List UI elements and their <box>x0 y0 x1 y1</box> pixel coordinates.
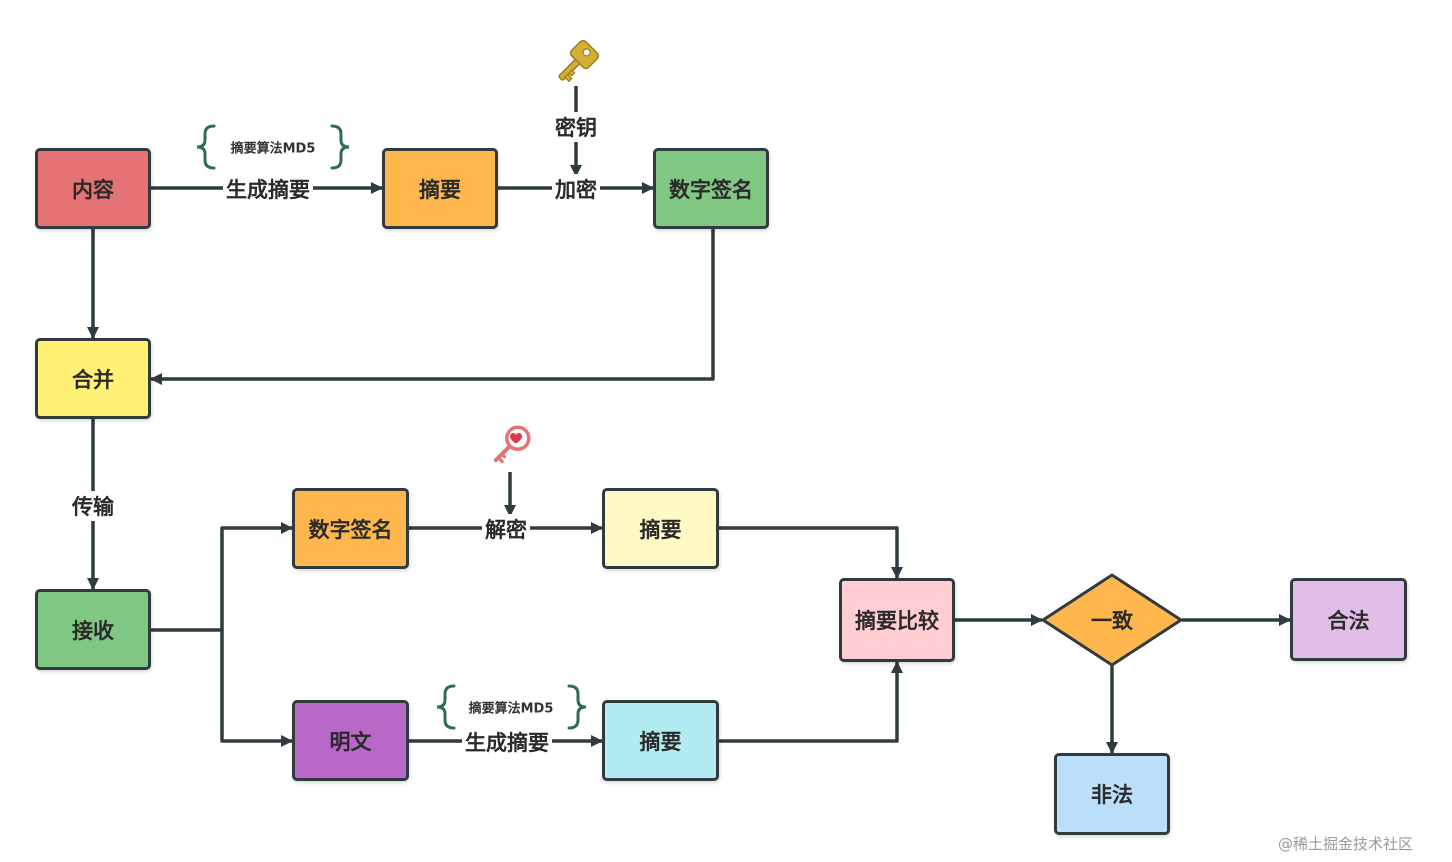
watermark: @稀土掘金技术社区 <box>1278 835 1414 853</box>
node-legal: 合法 <box>1290 578 1407 661</box>
edge-digest-to-compare-top <box>719 526 903 579</box>
node-content: 内容 <box>35 148 151 229</box>
node-digest-decrypted: 摘要 <box>602 488 719 569</box>
brace-left-bottom <box>436 684 456 730</box>
node-consistent-label: 一致 <box>1091 609 1133 633</box>
label-generate-digest-bottom: 生成摘要 <box>462 727 552 757</box>
edge-receive-to-plaintext <box>220 630 293 747</box>
edge-digest-to-compare-bottom <box>719 661 903 743</box>
brace-left-top <box>196 124 216 170</box>
node-signature-top: 数字签名 <box>653 148 769 229</box>
node-digest-top: 摘要 <box>382 148 498 229</box>
label-generate-digest-top: 生成摘要 <box>223 174 313 204</box>
node-signature-received: 数字签名 <box>292 488 409 569</box>
node-plaintext: 明文 <box>292 700 409 781</box>
edge-receive-to-signature <box>151 522 293 632</box>
label-key: 密钥 <box>552 112 600 142</box>
node-merge: 合并 <box>35 338 151 419</box>
node-illegal: 非法 <box>1054 753 1170 835</box>
node-receive: 接收 <box>35 589 151 670</box>
label-algorithm-bottom: 摘要算法MD5 <box>468 701 554 717</box>
brace-right-bottom <box>567 684 587 730</box>
node-compare: 摘要比较 <box>839 578 955 662</box>
edge-signature-to-merge <box>150 229 715 385</box>
node-consistent-shape <box>1041 573 1183 667</box>
label-transmit: 传输 <box>69 491 117 521</box>
label-algorithm-top: 摘要算法MD5 <box>230 141 316 157</box>
brace-right-top <box>330 124 350 170</box>
label-encrypt: 加密 <box>552 174 600 204</box>
gold-key-icon <box>558 39 600 83</box>
label-decrypt: 解密 <box>482 514 530 544</box>
node-digest-plaintext: 摘要 <box>602 700 719 781</box>
heart-key-icon <box>493 425 531 464</box>
